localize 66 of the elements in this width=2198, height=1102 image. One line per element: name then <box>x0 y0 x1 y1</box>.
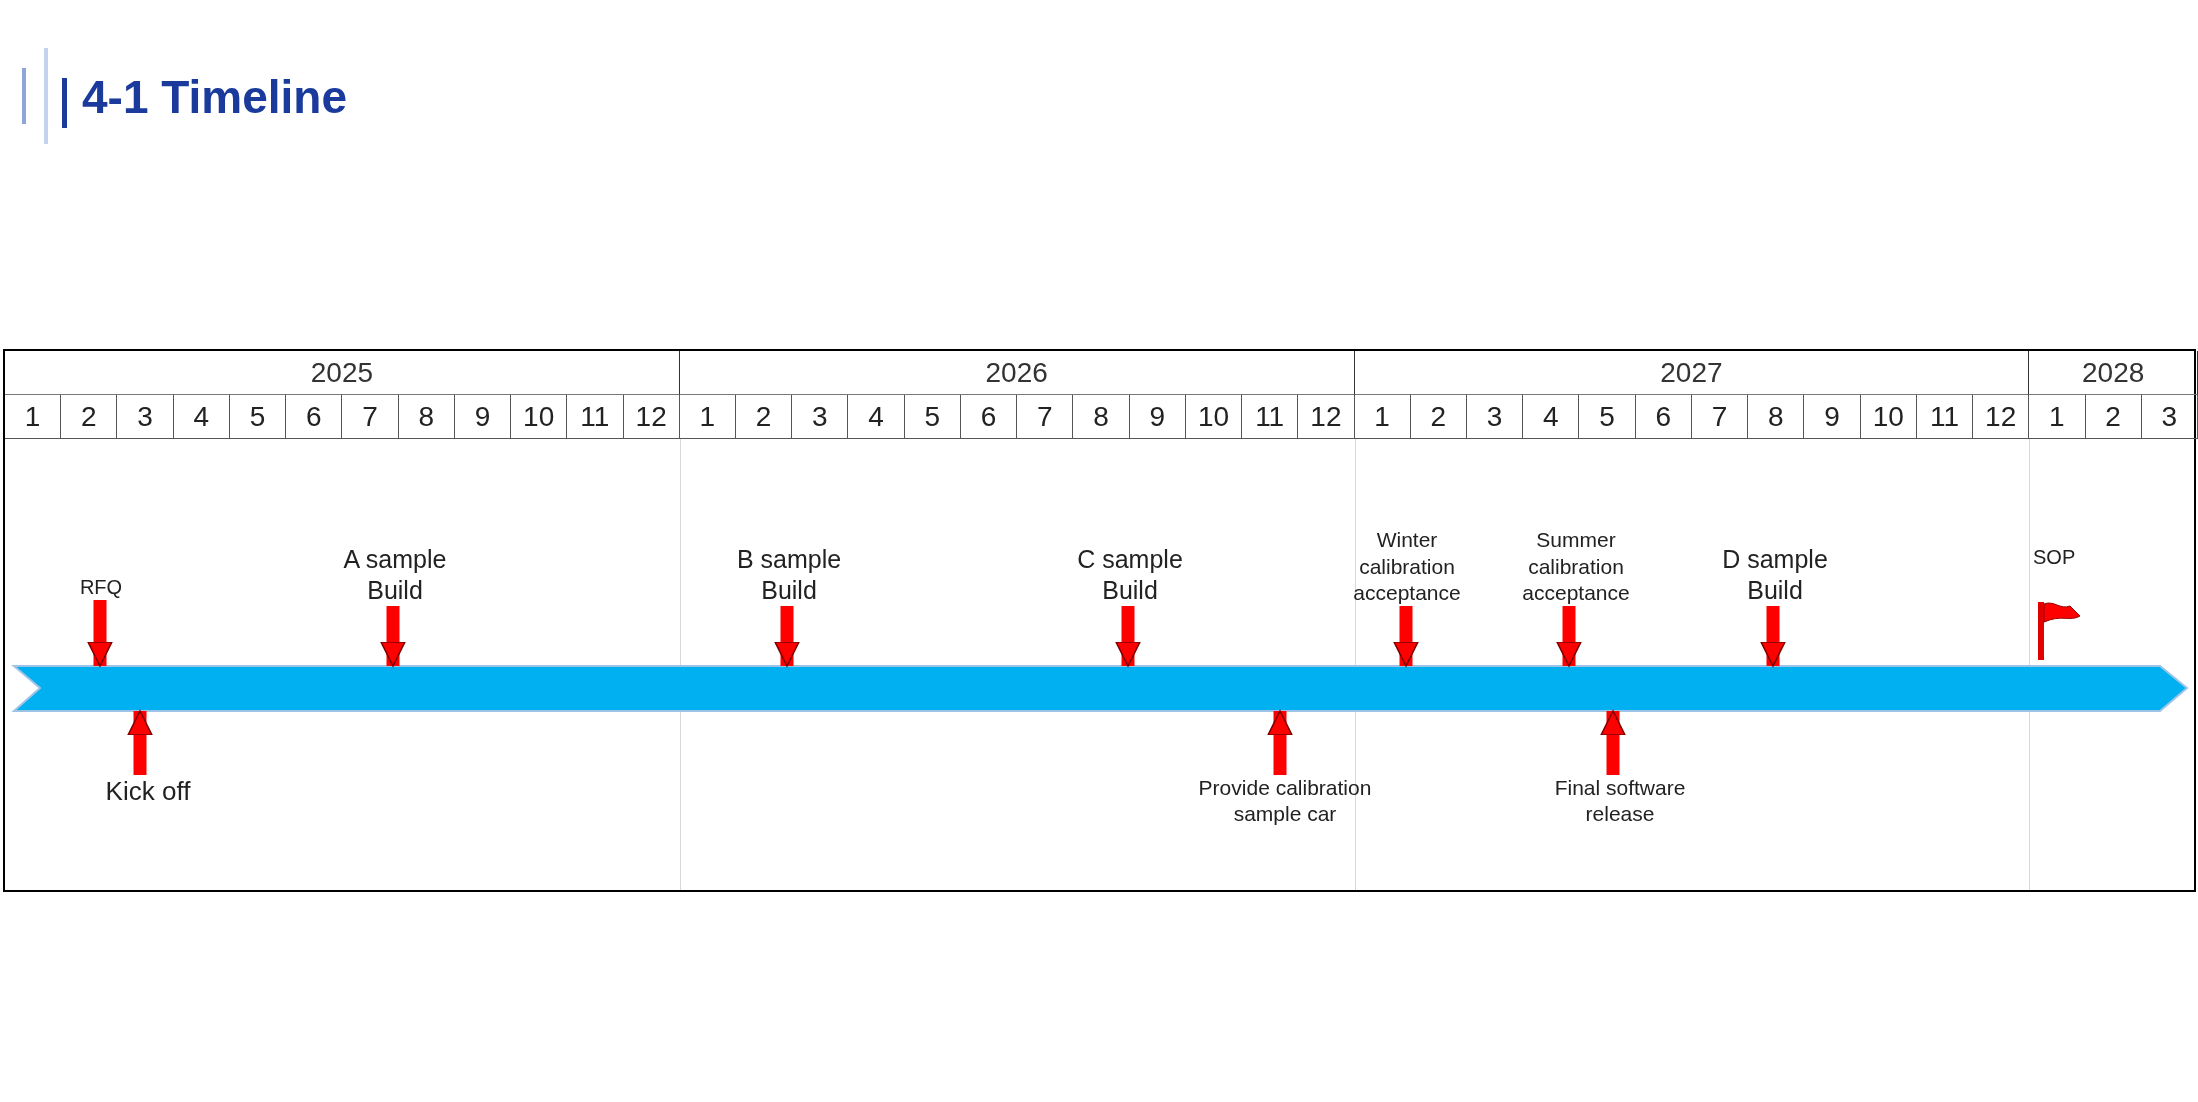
arrow <box>1600 710 1626 775</box>
arrow <box>1760 606 1786 667</box>
arrow <box>1556 606 1582 667</box>
month-header: 3 <box>2141 395 2198 439</box>
month-header: 11 <box>1242 395 1299 439</box>
month-header: 6 <box>960 395 1018 439</box>
month-header: 1 <box>679 395 736 439</box>
month-header: 5 <box>1579 395 1636 439</box>
month-header: 12 <box>1298 395 1355 439</box>
month-header: 10 <box>511 395 568 439</box>
milestone-label: D sample Build <box>1721 543 1829 606</box>
month-header: 8 <box>1748 395 1805 439</box>
year-header: 2025 <box>5 351 680 395</box>
month-header: 7 <box>1017 395 1074 439</box>
month-header: 12 <box>1973 395 2030 439</box>
month-header: 10 <box>1860 395 1917 439</box>
year-header: 2028 <box>2029 351 2198 395</box>
month-header: 12 <box>623 395 680 439</box>
milestone-label: Final software release <box>1553 775 1687 828</box>
month-header: 7 <box>1691 395 1749 439</box>
milestone-label: Kick off <box>104 775 192 808</box>
arrow <box>1115 606 1141 667</box>
month-header: 6 <box>286 395 343 439</box>
month-header: 8 <box>398 395 455 439</box>
month-header: 7 <box>342 395 399 439</box>
milestone-label: Summer calibration acceptance <box>1521 527 1631 606</box>
month-header: 10 <box>1185 395 1243 439</box>
milestone-label: B sample Build <box>735 543 843 606</box>
page-title: 4-1 Timeline <box>82 74 348 120</box>
month-header: 4 <box>173 395 230 439</box>
arrow <box>1393 606 1419 667</box>
milestone-label: C sample Build <box>1076 543 1184 606</box>
month-header: 2 <box>736 395 793 439</box>
timeline-bar <box>11 665 2189 712</box>
month-header: 4 <box>1523 395 1580 439</box>
year-header: 2026 <box>679 351 1355 395</box>
month-header: 2 <box>1410 395 1467 439</box>
month-header: 11 <box>1916 395 1974 439</box>
milestone-label: Provide calibration sample car <box>1197 775 1373 828</box>
arrow <box>1267 710 1293 775</box>
month-header: 1 <box>2029 395 2086 439</box>
month-header: 4 <box>848 395 905 439</box>
month-header: 3 <box>792 395 849 439</box>
arrow <box>127 710 153 775</box>
month-header: 11 <box>567 395 624 439</box>
milestone-label: Winter calibration acceptance <box>1352 527 1462 606</box>
month-header: 3 <box>117 395 174 439</box>
month-header: 2 <box>61 395 118 439</box>
month-header: 9 <box>1129 395 1186 439</box>
month-header: 9 <box>1804 395 1861 439</box>
month-header: 5 <box>229 395 287 439</box>
month-header: 8 <box>1073 395 1130 439</box>
month-header: 5 <box>904 395 961 439</box>
month-header: 1 <box>1354 395 1411 439</box>
arrow <box>87 600 113 667</box>
month-header: 6 <box>1635 395 1692 439</box>
month-header: 1 <box>5 395 62 439</box>
month-header: 9 <box>454 395 512 439</box>
milestone-label: A sample Build <box>342 543 448 606</box>
month-header: 2 <box>2085 395 2142 439</box>
milestone-label: SOP <box>2033 545 2076 570</box>
arrow <box>380 606 406 667</box>
month-header: 3 <box>1467 395 1524 439</box>
arrow <box>774 606 800 667</box>
milestone-label: RFQ <box>78 575 124 600</box>
year-header: 2027 <box>1354 351 2030 395</box>
